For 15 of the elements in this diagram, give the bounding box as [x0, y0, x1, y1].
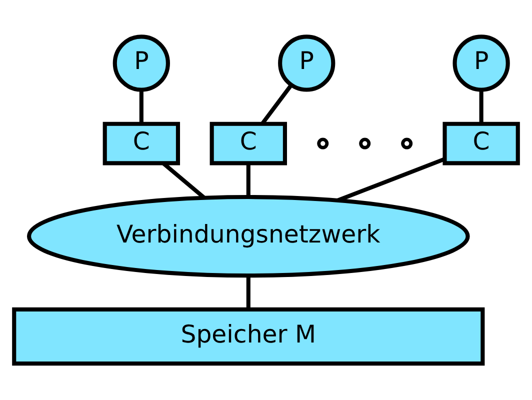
node-box: Speicher M — [12, 307, 485, 366]
node-box: C — [442, 122, 520, 166]
connector — [162, 162, 206, 200]
connector — [260, 84, 293, 125]
node-ellipse: Verbindungsnetzwerk — [27, 195, 470, 278]
node-box: C — [102, 122, 180, 166]
node-circle: P — [452, 34, 510, 92]
connector — [337, 157, 446, 202]
connector — [139, 90, 144, 124]
connector — [246, 164, 250, 197]
connector — [479, 90, 484, 124]
node-circle: P — [112, 34, 170, 92]
node-circle: P — [278, 34, 336, 92]
connector — [246, 276, 250, 309]
node-box: C — [210, 122, 287, 166]
